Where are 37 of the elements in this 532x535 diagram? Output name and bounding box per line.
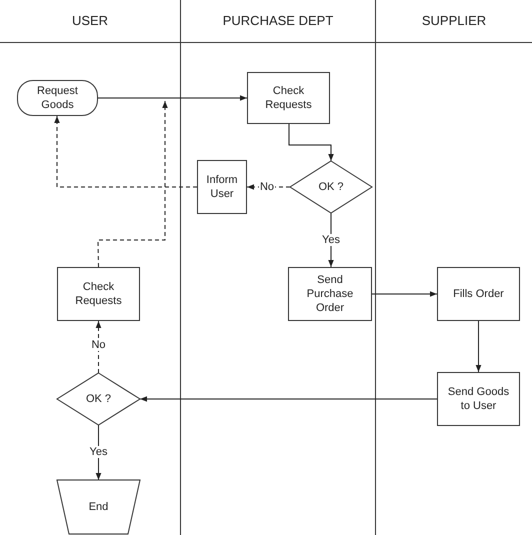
start-terminal	[17, 80, 98, 116]
node-label: OK ?	[86, 392, 112, 406]
arrow	[140, 396, 438, 402]
lane-heading: SUPPLIER	[422, 13, 486, 28]
process-box	[197, 160, 247, 214]
dashed-arrow	[96, 320, 102, 374]
node-label: End	[88, 500, 108, 514]
arrow	[96, 424, 102, 480]
node-label: OK ?	[318, 180, 344, 194]
node-label: Check Requests	[74, 280, 123, 308]
node-label: Send Purchase Order	[306, 272, 354, 316]
process-box	[57, 267, 140, 321]
dashed-arrow	[246, 184, 290, 190]
swimlane	[181, 0, 376, 535]
edge-label: Yes	[88, 446, 108, 458]
arrow	[328, 212, 334, 268]
node-label: Fills Order	[453, 286, 504, 302]
node-label: Inform User	[205, 172, 239, 202]
lane-heading: USER	[72, 13, 108, 28]
node-label: Check Requests	[264, 84, 313, 112]
dashed-arrow	[98, 100, 168, 268]
process-box	[288, 267, 372, 321]
lane-heading: PURCHASE DEPT	[222, 13, 334, 28]
arrow	[372, 291, 438, 297]
node-label: Send Goods to User	[446, 384, 510, 414]
process-box	[437, 267, 520, 321]
edge-label: Yes	[321, 234, 341, 246]
swimlane	[0, 0, 181, 535]
arrow	[288, 124, 334, 162]
arrow	[476, 320, 482, 372]
process-box	[247, 72, 330, 124]
dashed-arrow	[54, 116, 198, 188]
edge-label: No	[258, 181, 276, 193]
node-label: Request Goods	[36, 84, 79, 112]
process-box	[437, 372, 520, 426]
arrow	[98, 95, 248, 101]
edge-label: No	[90, 339, 107, 351]
